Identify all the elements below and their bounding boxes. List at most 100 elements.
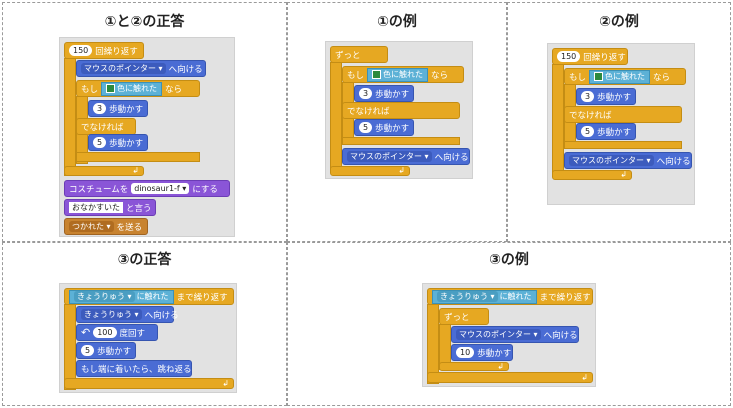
move-steps[interactable]: 3: [581, 91, 595, 102]
repeat-count[interactable]: 150: [557, 51, 581, 62]
switch-costume-block[interactable]: コスチュームを dinosaur1-f ▾ にする: [64, 180, 230, 197]
point-target-dropdown[interactable]: きょうりゅう ▾: [81, 309, 142, 320]
if-else-block[interactable]: もし 色に触れた なら: [76, 80, 200, 97]
say-text-input[interactable]: おなかすいた: [69, 202, 123, 213]
point-to-label: へ向ける: [434, 152, 469, 163]
touch-target-dropdown[interactable]: きょうりゅう ▾: [437, 291, 498, 302]
touched-label: に触れた: [499, 292, 532, 301]
move-block[interactable]: 3 歩動かす: [88, 100, 148, 117]
else-label: でなければ: [569, 110, 612, 121]
point-toward-block[interactable]: きょうりゅう ▾ へ向ける: [76, 306, 179, 323]
caret-icon: ▾: [158, 64, 163, 73]
repeat-count[interactable]: 150: [69, 45, 93, 56]
color-swatch[interactable]: [372, 70, 382, 79]
touching-color-condition[interactable]: 色に触れた: [367, 67, 429, 82]
move-block[interactable]: 5 歩動かす: [88, 134, 148, 151]
move-label: 歩動かす: [597, 92, 632, 103]
repeat-block[interactable]: 150 回繰り返す: [64, 42, 144, 59]
loop-arrow-icon: ↲: [497, 361, 504, 371]
move-steps[interactable]: 5: [81, 345, 95, 356]
point-toward-block[interactable]: マウスのポインター ▾ へ向ける: [342, 148, 470, 165]
move-block[interactable]: 3 歩動かす: [576, 88, 636, 105]
point-target-label: マウスのポインター: [459, 330, 531, 339]
broadcast-block[interactable]: つかれた ▾ を送る: [64, 218, 148, 235]
touching-condition[interactable]: きょうりゅう ▾に触れた: [432, 289, 537, 304]
point-target-dropdown[interactable]: マウスのポインター ▾: [347, 151, 432, 162]
move-steps[interactable]: 3: [359, 88, 373, 99]
loop-arrow-icon: ↲: [581, 372, 588, 382]
forever-block[interactable]: ずっと: [330, 46, 388, 63]
point-target-dropdown[interactable]: マウスのポインター ▾: [81, 63, 166, 74]
scratch-script-panel: きょうりゅう ▾に触れた まで繰り返す ずっと マウスのポインター ▾ へ向ける…: [422, 283, 596, 387]
point-to-label: へ向ける: [168, 64, 203, 75]
cell-title: ③の正答: [117, 252, 172, 268]
else-label: でなければ: [347, 106, 390, 117]
move-label: 歩動かす: [375, 89, 410, 100]
touching-color-condition[interactable]: 色に触れた: [589, 69, 651, 84]
move-steps[interactable]: 10: [456, 347, 475, 358]
move-block[interactable]: 10 歩動かす: [451, 344, 513, 361]
point-target-label: マウスのポインター: [84, 64, 156, 73]
loop-arrow-icon: ↲: [132, 166, 139, 175]
move-steps[interactable]: 5: [581, 126, 595, 137]
point-to-label: へ向ける: [656, 156, 691, 167]
repeat-until-end: ↲: [427, 372, 593, 383]
bounce-block[interactable]: もし端に着いたら、跳ね返る: [76, 360, 192, 377]
repeat-end: ↲: [64, 166, 144, 176]
turn-block[interactable]: ↶ 100 度回す: [76, 324, 158, 341]
touching-condition[interactable]: きょうりゅう ▾に触れた: [69, 289, 174, 304]
broadcast-dropdown-label: つかれた: [72, 222, 104, 231]
point-target-label: マウスのポインター: [572, 156, 644, 165]
repeat-until-block[interactable]: きょうりゅう ▾に触れた まで繰り返す: [427, 288, 593, 305]
touching-color-label: 色に触れた: [383, 70, 424, 79]
repeat-block[interactable]: 150 回繰り返す: [552, 48, 628, 65]
cell-title: ②の例: [599, 14, 639, 30]
move-steps[interactable]: 5: [359, 122, 373, 133]
point-to-label: へ向ける: [543, 330, 578, 341]
caret-icon: ▾: [127, 292, 132, 301]
broadcast-label: を送る: [116, 222, 143, 233]
scratch-script-panel: ずっと もし 色に触れた なら 3 歩動かす でなければ 5 歩動かす マウスの…: [325, 41, 473, 179]
point-toward-block[interactable]: マウスのポインター ▾ へ向ける: [564, 152, 692, 169]
if-else-block[interactable]: もし 色に触れた なら: [342, 66, 464, 83]
repeat-until-end: ↲: [64, 378, 234, 389]
say-block[interactable]: おなかすいた と言う: [64, 199, 156, 216]
costume-dropdown-label: dinosaur1-f: [134, 184, 180, 193]
point-toward-block[interactable]: マウスのポインター ▾ へ向ける: [451, 326, 579, 343]
color-swatch[interactable]: [106, 84, 116, 93]
if-else-block[interactable]: もし 色に触れた なら: [564, 68, 686, 85]
costume-dropdown[interactable]: dinosaur1-f ▾: [131, 183, 190, 194]
forever-end: ↲: [439, 362, 509, 371]
cell-example-1: ①の例 ずっと もし 色に触れた なら 3 歩動かす でなければ 5 歩動かす …: [287, 2, 507, 242]
move-label: 歩動かす: [597, 127, 632, 138]
scratch-script-panel: 150 回繰り返す もし 色に触れた なら 3 歩動かす でなければ 5 歩動か…: [547, 43, 695, 205]
move-block[interactable]: 3 歩動かす: [354, 85, 414, 102]
point-target-dropdown[interactable]: マウスのポインター ▾: [456, 329, 541, 340]
color-swatch[interactable]: [594, 72, 604, 81]
move-label: 歩動かす: [375, 123, 410, 134]
move-block[interactable]: 5 歩動かす: [576, 123, 636, 140]
else-label: でなければ: [81, 122, 124, 133]
cell-example-3: ③の例 きょうりゅう ▾に触れた まで繰り返す ずっと マウスのポインター ▾ …: [287, 242, 731, 406]
move-block[interactable]: 5 歩動かす: [76, 342, 136, 359]
move-label: 歩動かす: [477, 348, 512, 359]
move-steps[interactable]: 5: [93, 137, 107, 148]
repeat-until-block[interactable]: きょうりゅう ▾に触れた まで繰り返す: [64, 288, 234, 305]
repeat-end: ↲: [552, 170, 632, 180]
if-label: もし: [347, 70, 365, 81]
if-end: [76, 152, 200, 162]
touch-target-dropdown[interactable]: きょうりゅう ▾: [74, 291, 135, 302]
point-target-dropdown[interactable]: マウスのポインター ▾: [569, 155, 654, 166]
costume-pre-label: コスチュームを: [69, 184, 129, 195]
until-label: まで繰り返す: [176, 292, 228, 303]
move-block[interactable]: 5 歩動かす: [354, 119, 414, 136]
forever-block[interactable]: ずっと: [439, 308, 489, 325]
point-toward-block[interactable]: マウスのポインター ▾ へ向ける: [76, 60, 206, 77]
touched-label: に触れた: [136, 292, 169, 301]
if-end: [342, 137, 460, 145]
repeat-label: 回繰り返す: [583, 52, 626, 63]
broadcast-dropdown[interactable]: つかれた ▾: [69, 221, 114, 232]
turn-degrees[interactable]: 100: [93, 327, 117, 338]
move-steps[interactable]: 3: [93, 103, 107, 114]
touching-color-condition[interactable]: 色に触れた: [101, 81, 163, 96]
